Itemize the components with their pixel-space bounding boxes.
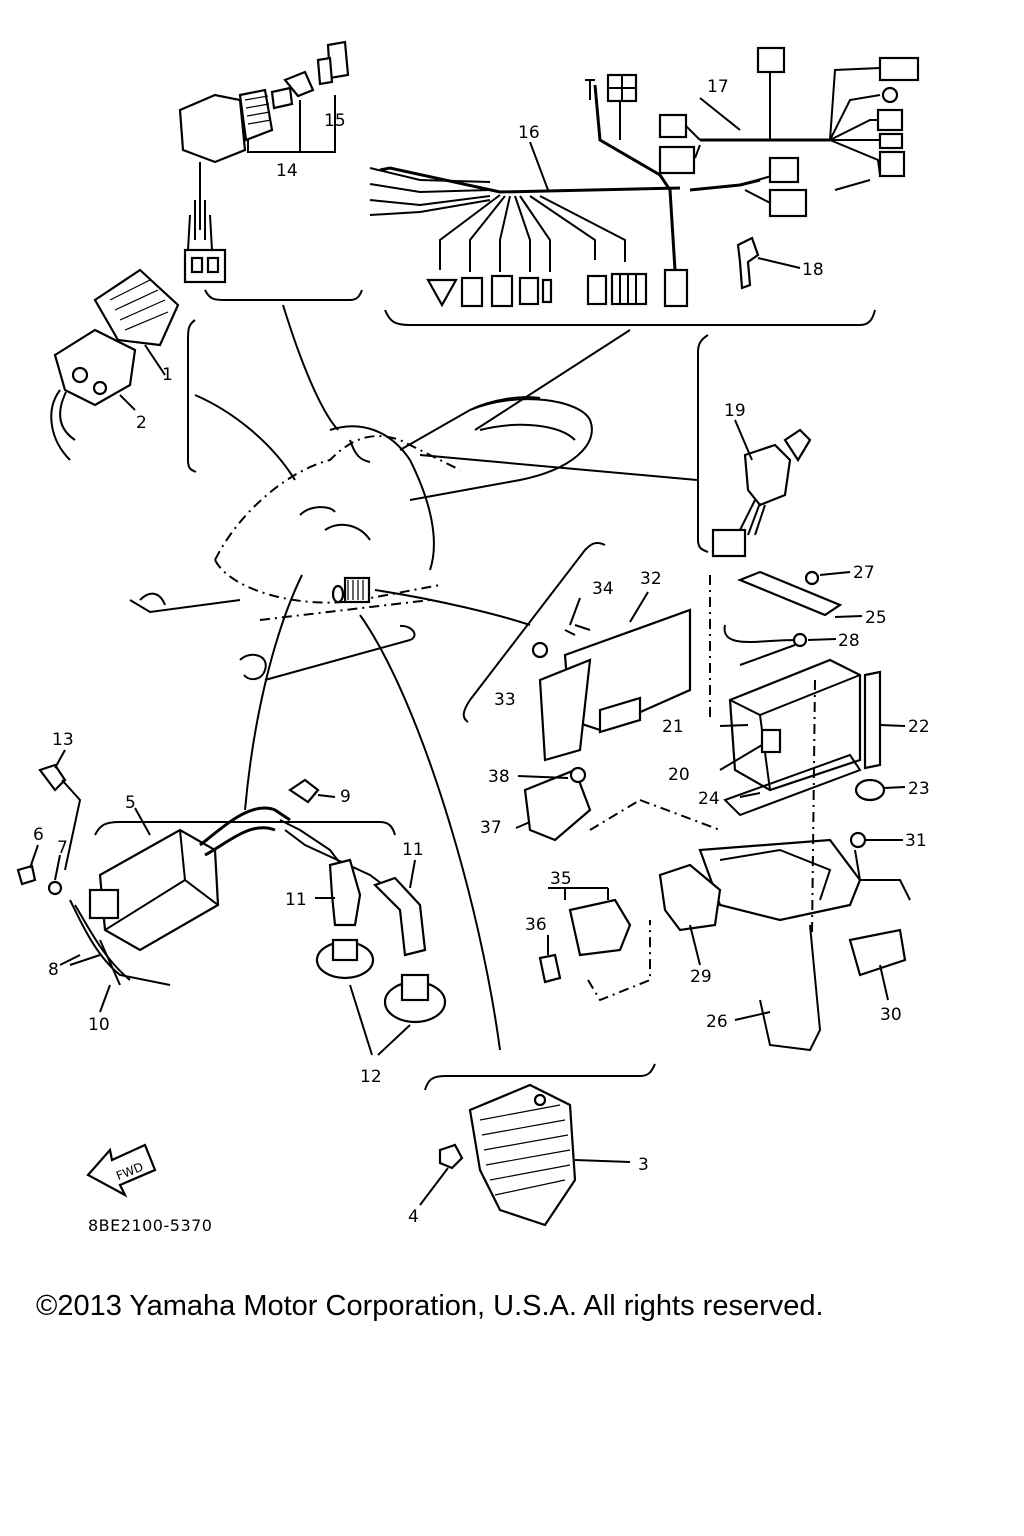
callout-25: 25 xyxy=(865,608,887,628)
callout-14: 14 xyxy=(276,161,298,181)
callout-19: 19 xyxy=(724,401,746,421)
group-brackets xyxy=(94,289,876,1091)
callout-33: 33 xyxy=(494,690,516,710)
regulator-part xyxy=(419,1083,631,1227)
toggle-switch-part xyxy=(711,419,812,558)
callout-22: 22 xyxy=(908,717,930,737)
callout-3: 3 xyxy=(638,1155,649,1175)
wire-harness-part xyxy=(369,46,920,308)
battery-box-part xyxy=(523,570,911,1052)
callout-24: 24 xyxy=(698,789,720,809)
callout-18: 18 xyxy=(802,260,824,280)
callout-27: 27 xyxy=(853,563,875,583)
handlebar-switch-part xyxy=(50,268,180,461)
callout-16: 16 xyxy=(518,123,540,143)
callout-37: 37 xyxy=(480,818,502,838)
assembly-leaders xyxy=(194,304,698,1051)
callout-8: 8 xyxy=(48,960,59,980)
callout-38: 38 xyxy=(488,767,510,787)
callout-15: 15 xyxy=(324,111,346,131)
callout-2: 2 xyxy=(136,413,147,433)
ignition-coil-part xyxy=(16,763,447,1056)
key-part xyxy=(736,236,801,290)
callout-17: 17 xyxy=(707,77,729,97)
callout-30: 30 xyxy=(880,1005,902,1025)
callout-28: 28 xyxy=(838,631,860,651)
callout-26: 26 xyxy=(706,1012,728,1032)
callout-11-right: 11 xyxy=(402,840,424,860)
callout-34: 34 xyxy=(592,579,614,599)
callout-21: 21 xyxy=(662,717,684,737)
callout-leaders xyxy=(29,97,906,1021)
callout-4: 4 xyxy=(408,1207,419,1227)
callout-23: 23 xyxy=(908,779,930,799)
callout-32: 32 xyxy=(640,569,662,589)
copyright-notice: ©2013 Yamaha Motor Corporation, U.S.A. A… xyxy=(36,1290,824,1322)
callout-9: 9 xyxy=(340,787,351,807)
callout-12: 12 xyxy=(360,1067,382,1087)
fwd-arrow-icon: FWD xyxy=(86,1143,157,1198)
callout-13: 13 xyxy=(52,730,74,750)
main-switch-part xyxy=(178,40,350,284)
callout-1: 1 xyxy=(162,365,173,385)
snowmobile-outline xyxy=(129,396,593,681)
callout-11-left: 11 xyxy=(285,890,307,910)
callout-7: 7 xyxy=(57,838,68,858)
diagram-code: 8BE2100-5370 xyxy=(88,1216,213,1235)
callout-5: 5 xyxy=(125,793,136,813)
callout-36: 36 xyxy=(525,915,547,935)
callout-29: 29 xyxy=(690,967,712,987)
callout-20: 20 xyxy=(668,765,690,785)
callout-numbers: 1 2 3 4 5 6 7 8 9 10 11 11 12 13 14 15 1… xyxy=(33,77,930,1227)
callout-35: 35 xyxy=(550,869,572,889)
callout-6: 6 xyxy=(33,825,44,845)
callout-10: 10 xyxy=(88,1015,110,1035)
callout-31: 31 xyxy=(905,831,927,851)
